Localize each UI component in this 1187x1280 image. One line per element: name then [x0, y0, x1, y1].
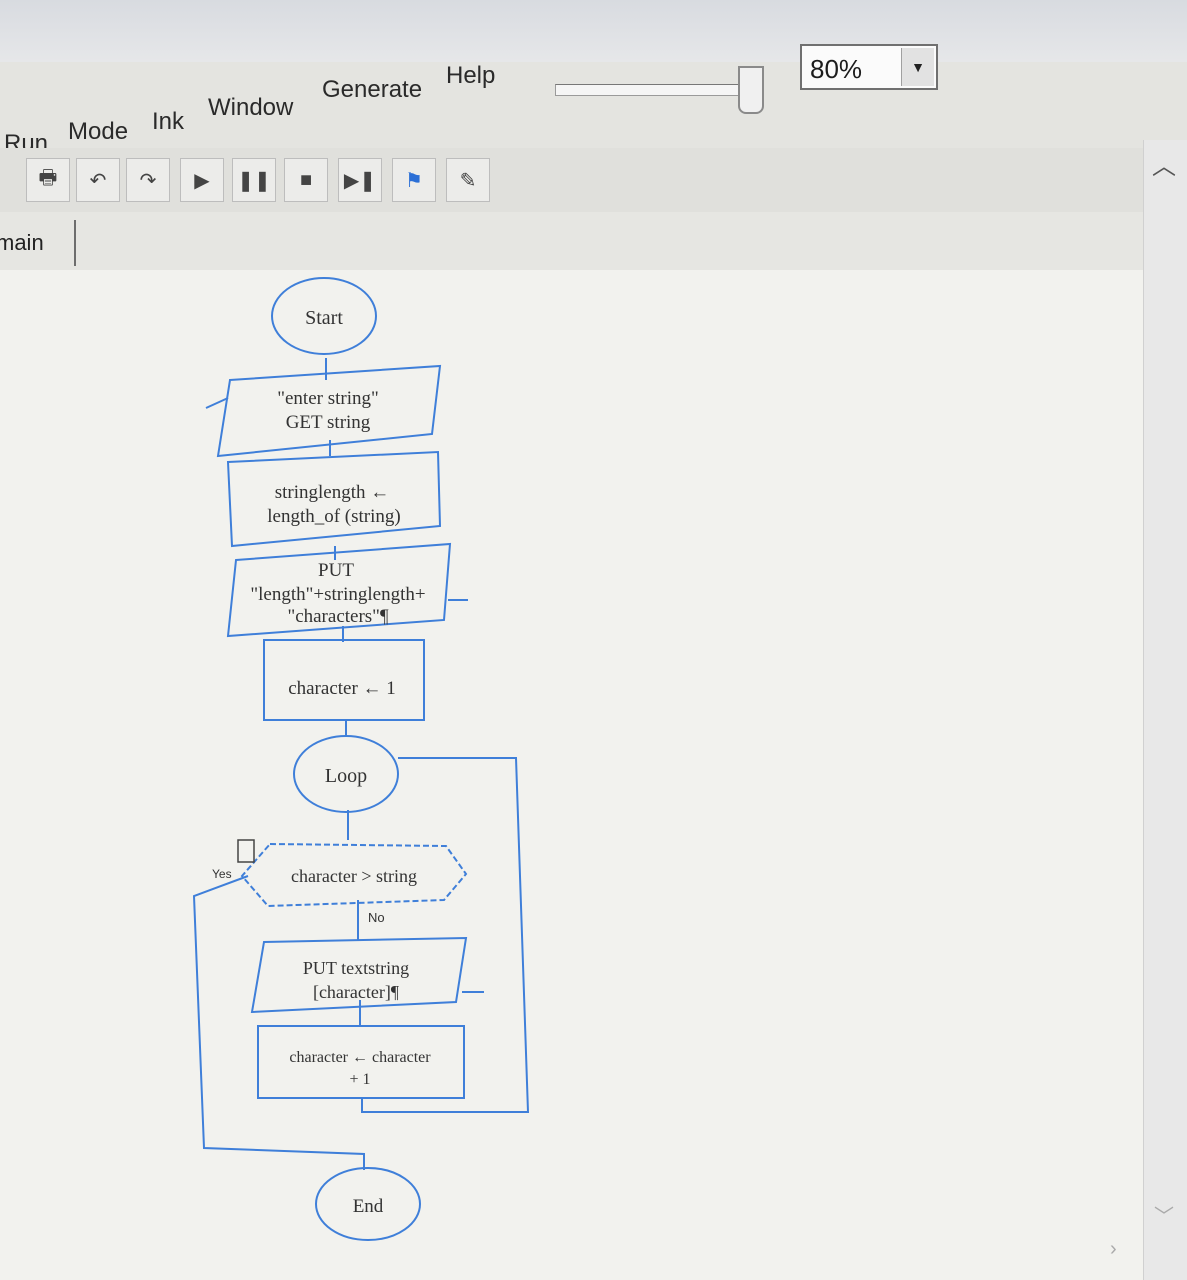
chevron-down-icon[interactable]: ▼ — [901, 48, 934, 86]
output2-line2: [character]¶ — [313, 982, 399, 1002]
menu-window[interactable]: Window — [208, 94, 294, 121]
input-label-line2: GET string — [286, 412, 371, 433]
zoom-slider-track[interactable] — [555, 84, 757, 96]
zoom-dropdown[interactable]: 80% ▼ — [800, 44, 938, 90]
flowchart-canvas[interactable]: Start "enter string" GET string stringle… — [0, 270, 1143, 1280]
output-block[interactable] — [250, 936, 468, 1014]
condition-label: character > string — [291, 866, 417, 886]
redo-icon[interactable]: ↷ — [126, 158, 170, 202]
vertical-scrollbar[interactable]: ︿ ﹀ — [1143, 140, 1187, 1280]
zoom-value: 80% — [810, 54, 863, 84]
tab-main-label: main — [0, 230, 44, 255]
assignment-block[interactable] — [263, 639, 425, 721]
flowchart: Start "enter string" GET string stringle… — [192, 277, 530, 1241]
chevron-up-icon[interactable]: ︿ — [1152, 153, 1176, 180]
zoom-slider-handle[interactable] — [738, 66, 764, 114]
assignment-block[interactable] — [257, 1025, 465, 1099]
tab-main[interactable]: main — [0, 220, 76, 266]
loop-back-line — [361, 757, 530, 1113]
yes-branch-line — [192, 875, 365, 1170]
input-label-line1: "enter string" — [277, 388, 379, 409]
menu-bar: Run Mode Ink Window Generate Help — [0, 62, 1187, 157]
stop-icon[interactable]: ■ — [284, 158, 328, 202]
decision-block[interactable] — [240, 842, 468, 908]
assign2-label: character ← 1 — [288, 678, 396, 699]
input-arrow — [205, 397, 229, 409]
menu-generate[interactable]: Generate — [322, 76, 423, 103]
loop-terminal[interactable] — [293, 735, 399, 813]
yes-label: Yes — [212, 867, 232, 881]
start-terminal[interactable] — [271, 277, 377, 355]
assignment-block[interactable] — [226, 450, 442, 548]
assign1-line1: stringlength ← — [275, 482, 390, 503]
end-label: End — [353, 1196, 384, 1217]
pen-icon[interactable]: ✎ — [446, 158, 490, 202]
loop-label: Loop — [325, 765, 367, 787]
window-title-bar — [0, 0, 1187, 63]
output1-line3: "characters"¶ — [287, 606, 389, 627]
execute-icon[interactable]: ⚑ — [392, 158, 436, 202]
tab-bar: main — [0, 212, 1187, 270]
chevron-down-icon[interactable]: ﹀ — [1154, 1206, 1174, 1228]
output1-line1: PUT — [318, 560, 354, 581]
undo-icon[interactable]: ↶ — [76, 158, 120, 202]
assign3-line2: + 1 — [349, 1071, 370, 1088]
assign3-line1: character ← character — [289, 1049, 431, 1066]
output2-line1: PUT textstring — [303, 958, 409, 978]
pause-icon[interactable]: ❚❚ — [232, 158, 276, 202]
chevron-right-icon[interactable]: › — [1110, 1238, 1117, 1260]
breakpoint-icon[interactable] — [237, 839, 255, 863]
toolbar: 🖶 ↶ ↷ ▶ ❚❚ ■ ▶❚ ⚑ ✎ — [0, 148, 1187, 213]
output1-line2: "length"+stringlength+ — [250, 584, 425, 605]
print-icon[interactable]: 🖶 — [26, 158, 70, 202]
menu-help[interactable]: Help — [446, 62, 496, 89]
end-terminal[interactable] — [315, 1167, 421, 1241]
menu-ink[interactable]: Ink — [152, 108, 185, 135]
no-label: No — [368, 910, 385, 925]
output-block[interactable] — [226, 542, 452, 638]
step-icon[interactable]: ▶❚ — [338, 158, 382, 202]
assign1-line2: length_of (string) — [267, 506, 401, 527]
start-label: Start — [305, 307, 343, 329]
menu-mode[interactable]: Mode — [68, 118, 129, 145]
input-block[interactable] — [216, 364, 442, 458]
play-icon[interactable]: ▶ — [180, 158, 224, 202]
